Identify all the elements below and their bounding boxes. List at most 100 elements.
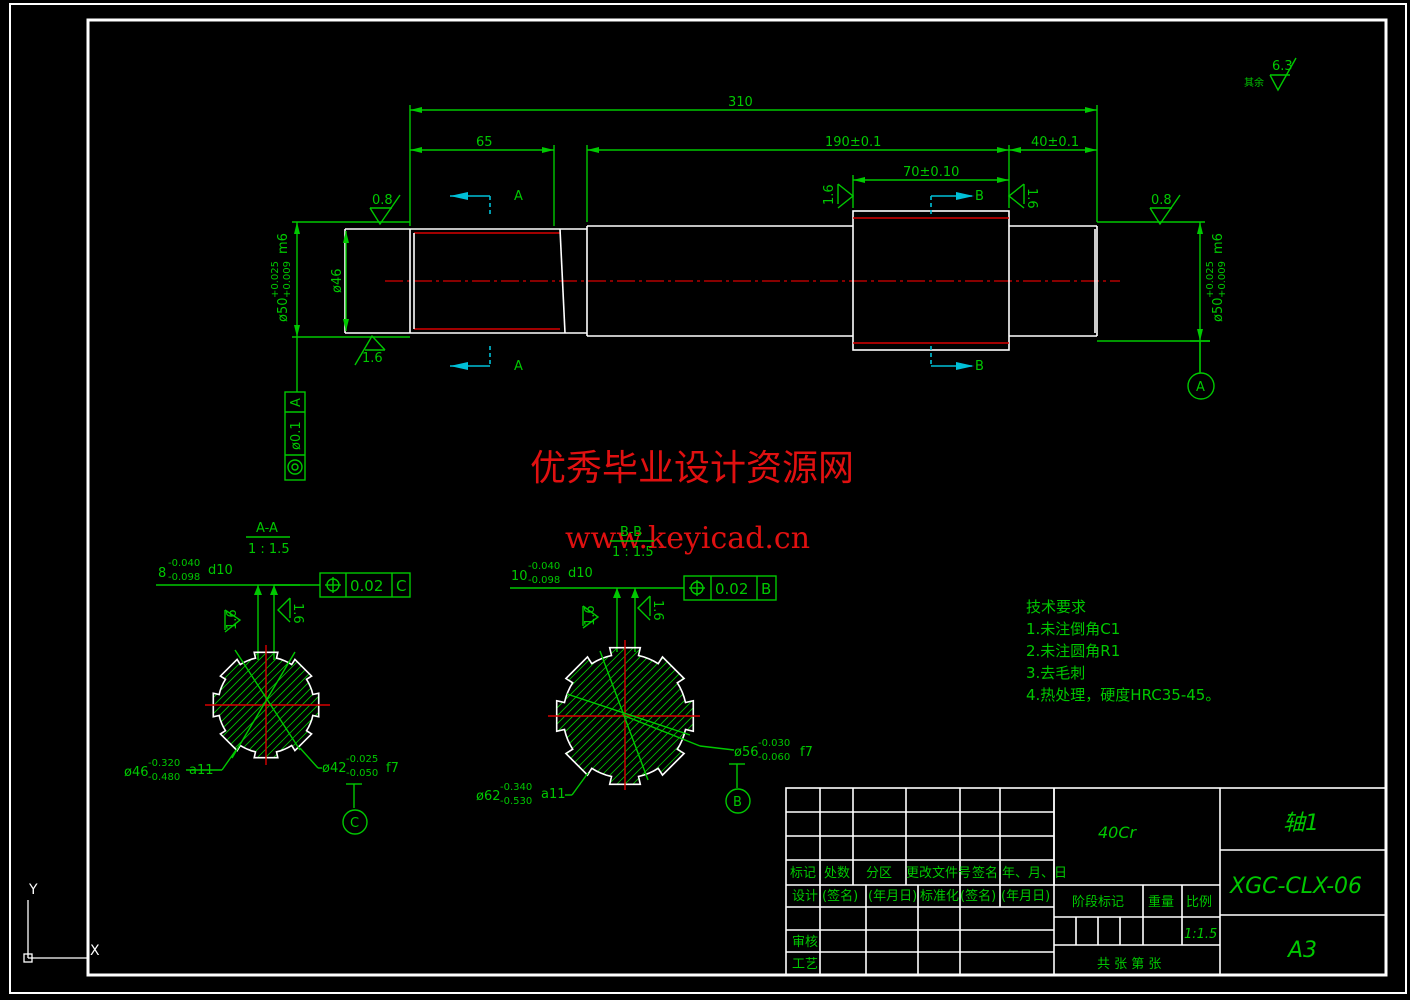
section-aa-minor-upper: -0.025 [346,754,378,765]
tb-design-cell: (年月日) [868,889,917,904]
d46-dim: ø46 [330,269,345,294]
section-bb-r-right: 1.6 [650,600,665,621]
ucs-y-label: Y [28,882,38,898]
section-aa-r-left: 1.6 [225,609,240,630]
section-bb-minor: ø56 [734,745,759,760]
roughness-16-b: 1.6 [822,184,837,205]
section-mark-a-bottom: A [514,359,523,374]
section-bb-width-class: d10 [568,566,593,581]
section-aa-major-upper: -0.320 [148,758,180,769]
concentricity-datum: A [289,398,304,407]
tech-req-title: 技术要求 [1026,598,1086,616]
sheet-size: A3 [1286,938,1317,963]
section-aa-minor-class: f7 [386,761,399,776]
process-label: 工艺 [792,957,818,972]
sheet-frame [9,3,1407,994]
tech-req-item: 1.未注倒角C1 [1026,620,1120,638]
section-bb-scale: 1 : 1.5 [612,545,654,560]
section-bb-major-class: a11 [541,787,566,802]
section-mark-b-top: B [975,189,984,204]
spline-outline [212,651,320,759]
section-bb-width-upper: -0.040 [528,561,560,572]
roughness-note-label: 其余 [1244,76,1264,89]
section-aa-width-class: d10 [208,563,233,578]
roughness-16-a: 1.6 [362,351,383,366]
material: 40Cr [1098,823,1138,842]
right-fit-class: m6 [1211,233,1226,254]
section-bb: B-B 1 : 1.5 10 -0.040 -0.098 d10 0.02 B … [476,525,813,814]
section-bb-r-left: 1.6 [583,605,598,626]
section-bb-major-upper: -0.340 [500,782,532,793]
tb-design-cell: 标准化 [920,889,959,904]
tb-row-label: 年、月、日 [1002,866,1067,881]
dim-left: 65 [476,135,493,150]
tech-req-item: 2.未注圆角R1 [1026,642,1120,660]
datum-a: A [1196,380,1205,395]
section-mark-b-bottom: B [975,359,984,374]
concentricity-tol: ø0.1 [289,421,304,450]
section-bb-sym-datum: B [761,580,771,598]
review-label: 审核 [792,935,818,950]
dim-right: 40±0.1 [1031,135,1079,150]
section-aa-minor: ø42 [322,761,347,776]
tb-row-label: 分区 [866,866,892,881]
roughness-symbols: 0.8 0.8 1.6 1.6 1.6 [354,183,1181,366]
sheets-label: 共 张 第 张 [1097,957,1161,972]
left-fit-lower: +0.009 [282,261,293,298]
right-fit-upper: +0.025 [1205,261,1216,298]
section-aa-width: 8 [158,566,166,581]
section-bb-minor-lower: -0.060 [758,752,790,763]
tb-design-cell: (年月日) [1001,889,1050,904]
section-bb-major-lower: -0.530 [500,796,532,807]
stage-label: 阶段标记 [1072,895,1124,910]
section-aa-major-class: a11 [189,763,214,778]
watermark-url: www.keyicad.cn [565,521,810,556]
section-aa-width-lower: -0.098 [168,572,200,583]
section-aa-title: A-A [256,521,278,536]
tb-design-cell: (签名) [822,888,858,904]
right-fit-lower: +0.009 [1217,261,1228,298]
scale-label: 比例 [1186,895,1212,910]
tb-row-label: 标记 [790,866,816,881]
section-aa-minor-lower: -0.050 [346,768,378,779]
tb-row-label: 签名 [972,865,998,881]
ucs-icon: Y X [23,882,100,963]
section-bb-title: B-B [620,525,642,540]
dim-mid: 190±0.1 [825,135,881,150]
tb-design-cell: (签名) [960,888,996,904]
roughness-note: 其余 6.3 [1244,57,1297,92]
left-fit-dim: ø50 [276,298,291,323]
title-block: 40Cr 轴1 XGC-CLX-06 A3 标记 处数 分区 更改文件号 签名 … [785,787,1387,976]
section-aa-width-upper: -0.040 [168,558,200,569]
technical-requirements: 技术要求 1.未注倒角C1 2.未注圆角R1 3.去毛刺 4.热处理，硬度HRC… [1026,598,1220,704]
section-aa-scale: 1 : 1.5 [248,542,290,557]
concentricity-frame: ø0.1 A [284,391,306,481]
section-aa-major: ø46 [124,765,149,780]
tb-design-cell: 设计 [792,889,818,904]
dimensions: 310 65 190±0.1 40±0.1 70±0.10 ø50 +0.025… [270,95,1228,400]
roughness-note-value: 6.3 [1272,59,1293,74]
section-cut-markers: A A B B [450,189,984,374]
section-bb-sym-tol: 0.02 [715,580,748,598]
spline-outline [555,646,695,786]
tech-req-item: 3.去毛刺 [1026,664,1085,682]
section-bb-minor-class: f7 [800,745,813,760]
watermark-title: 优秀毕业设计资源网 [530,448,854,489]
section-aa-sym-tol: 0.02 [350,577,383,595]
dim-key: 70±0.10 [903,165,959,180]
section-bb-width: 10 [511,569,528,584]
section-aa-r-right: 1.6 [290,603,305,624]
weight-label: 重量 [1148,894,1174,910]
section-bb-minor-upper: -0.030 [758,738,790,749]
watermark: 优秀毕业设计资源网 www.keyicad.cn [530,448,854,556]
section-mark-a-top: A [514,189,523,204]
section-aa-sym-datum: C [396,577,406,595]
roughness-08-right: 0.8 [1151,193,1172,208]
tb-row-label: 处数 [824,866,850,881]
dim-total: 310 [728,95,753,110]
right-fit-dim: ø50 [1211,298,1226,323]
left-fit-class: m6 [276,233,291,254]
section-bb-width-lower: -0.098 [528,575,560,586]
part-name: 轴1 [1283,811,1319,836]
